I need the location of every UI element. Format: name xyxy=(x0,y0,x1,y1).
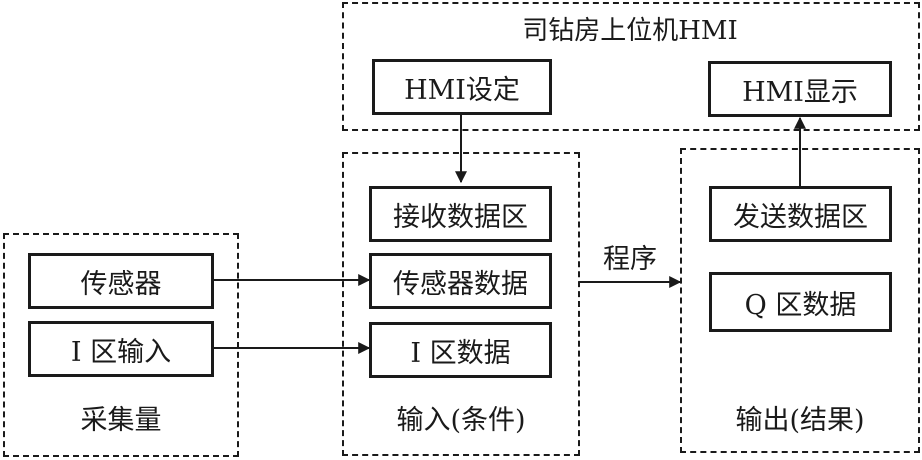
i-zone-data-box: I 区数据 xyxy=(369,322,552,378)
sensor-data-box: 传感器数据 xyxy=(369,253,552,309)
i-zone-input-box: I 区输入 xyxy=(28,321,214,377)
output-caption: 输出(结果) xyxy=(735,405,865,436)
receive-data-zone-box: 接收数据区 xyxy=(369,186,552,242)
hmi-setting-box: HMI设定 xyxy=(372,59,552,115)
input-caption: 输入(条件) xyxy=(396,405,526,436)
hmi-display-box: HMI显示 xyxy=(708,61,892,117)
acquisition-caption: 采集量 xyxy=(80,405,162,436)
program-label: 程序 xyxy=(603,244,657,275)
q-zone-data-box: Q 区数据 xyxy=(709,272,892,332)
hmi-group xyxy=(342,2,920,131)
sensor-box: 传感器 xyxy=(28,253,214,309)
acquisition-group xyxy=(3,233,239,457)
hmi-group-title: 司钻房上位机HMI xyxy=(522,16,738,46)
send-data-zone-box: 发送数据区 xyxy=(709,186,892,242)
